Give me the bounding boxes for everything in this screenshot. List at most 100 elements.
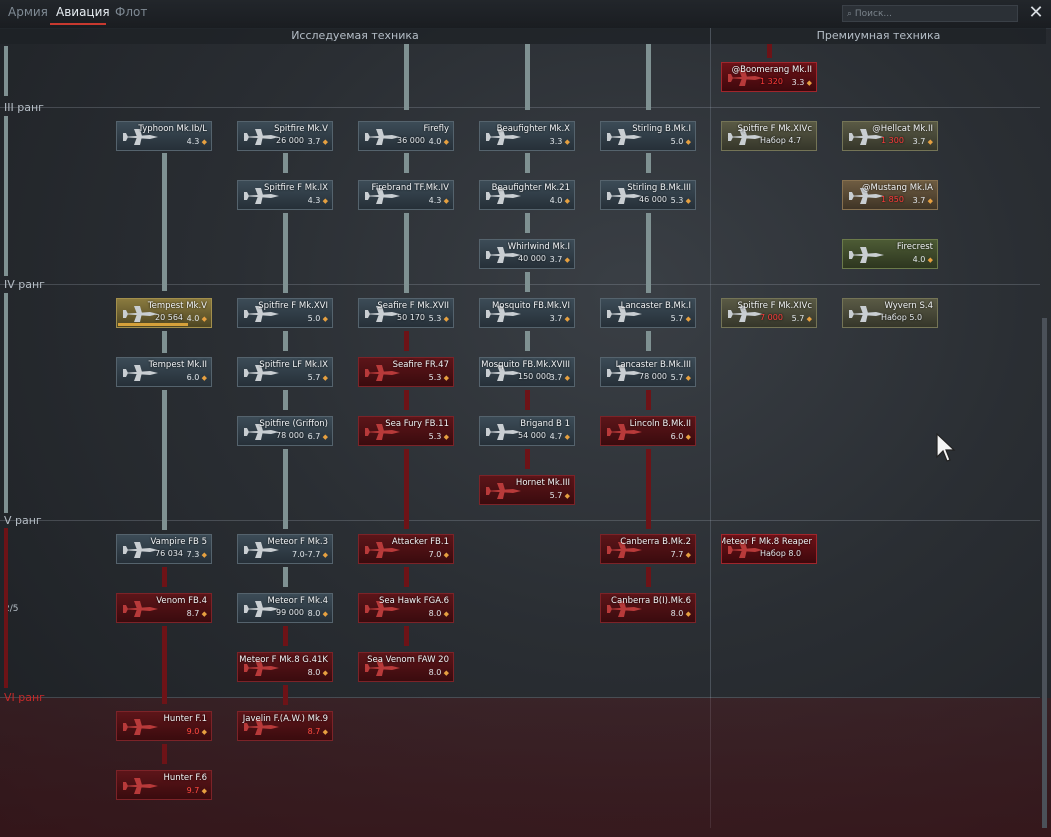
diamond-icon: ◆	[320, 433, 328, 441]
diamond-icon: ◆	[199, 138, 207, 146]
diamond-icon: ◆	[320, 728, 328, 736]
vehicle-cost: 36 000	[397, 136, 425, 145]
diamond-icon: ◆	[441, 669, 449, 677]
tree-connector	[646, 449, 651, 529]
aircraft-icon	[364, 365, 400, 381]
tab-army[interactable]: Армия	[8, 5, 48, 19]
vehicle-name: Sea Hawk FGA.6	[379, 596, 449, 606]
battle-rating: 5.7 ◆	[671, 314, 691, 323]
tab-fleet[interactable]: Флот	[115, 5, 148, 19]
battle-rating: 3.7 ◆	[308, 137, 328, 146]
aircraft-icon	[364, 188, 400, 204]
vehicle-name: Seafire FR.47	[392, 360, 449, 370]
aircraft-icon	[122, 778, 158, 794]
vehicle-name: Firefly	[423, 124, 449, 134]
vehicle-name: Stirling B.Mk.III	[627, 183, 691, 193]
tree-connector	[404, 213, 409, 293]
aircraft-icon	[485, 365, 521, 381]
battle-rating-value: 3.3	[791, 78, 805, 87]
aircraft-icon	[606, 542, 642, 558]
scrollbar[interactable]	[1042, 318, 1047, 828]
aircraft-icon	[364, 424, 400, 440]
battle-rating-value: 5.3	[428, 314, 442, 323]
vehicle-cost: 78 000	[276, 431, 304, 440]
tree-connector	[525, 213, 530, 233]
diamond-icon: ◆	[562, 138, 570, 146]
battle-rating-value: 3.7	[549, 255, 563, 264]
diamond-icon: ◆	[683, 197, 691, 205]
tree-connector	[162, 744, 167, 764]
vehicle-cost: 26 000	[276, 136, 304, 145]
vehicle-cost: 78 000	[639, 372, 667, 381]
tree-connector	[525, 44, 530, 110]
diamond-icon: ◆	[320, 610, 328, 618]
battle-rating-value: 5.7	[307, 373, 321, 382]
rank-progress-bar	[4, 528, 8, 688]
tree-connector	[525, 449, 530, 469]
vehicle-name: Mosquito FB.Mk.XVIII	[481, 360, 570, 370]
aircraft-icon	[122, 306, 158, 322]
vehicle-card-seafire47[interactable]: Seafire FR.47 5.3 ◆	[358, 357, 454, 387]
close-icon[interactable]: ✕	[1028, 2, 1044, 23]
diamond-icon: ◆	[320, 138, 328, 146]
rank-progress-bar	[4, 293, 8, 513]
battle-rating: 5.3 ◆	[429, 373, 449, 382]
vehicle-name: Canberra B.Mk.2	[620, 537, 691, 547]
vehicle-name: Canberra B(I).Mk.6	[611, 596, 691, 606]
tab-aviation[interactable]: Авиация	[56, 5, 110, 19]
battle-rating: 8.0 ◆	[429, 668, 449, 677]
search-input[interactable]: ⌕ Поиск...	[842, 5, 1018, 22]
battle-rating: 7.3 ◆	[187, 550, 207, 559]
diamond-icon: ◆	[199, 315, 207, 323]
battle-rating: 4.7 ◆	[550, 432, 570, 441]
battle-rating-value: 4.0	[186, 314, 200, 323]
diamond-icon: ◆	[199, 551, 207, 559]
vehicle-name: Tempest Mk.II	[148, 360, 207, 370]
